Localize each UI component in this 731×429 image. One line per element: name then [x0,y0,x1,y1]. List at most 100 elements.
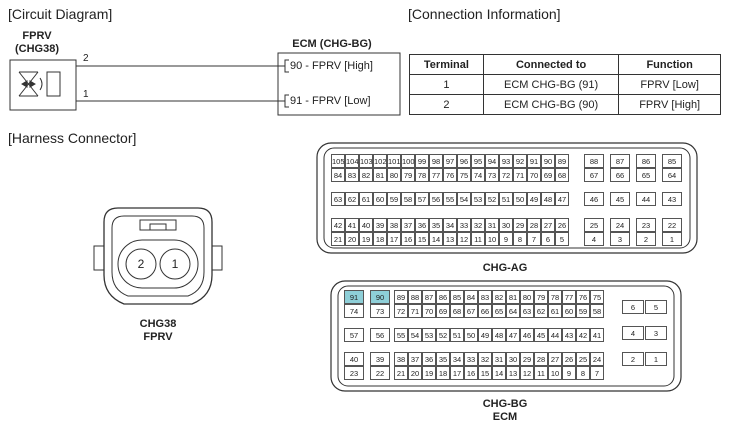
connector-pin: 38 [394,352,408,366]
connector-pin: 54 [408,328,422,342]
connector-pin: 78 [548,290,562,304]
connection-table: Terminal Connected to Function 1 ECM CHG… [409,54,721,115]
connector-pin: 62 [345,192,359,206]
connector-pin: 9 [562,366,576,380]
connector-pin: 44 [548,328,562,342]
connector-pin: 86 [636,154,656,168]
connector-pin: 48 [492,328,506,342]
connector-pin: 18 [436,366,450,380]
connector-pin: 19 [359,232,373,246]
connector-pin: 48 [541,192,555,206]
fprv-connector-label: (CHG38) [14,43,59,55]
connector-pin: 84 [331,168,345,182]
connector-pin: 69 [541,168,555,182]
connector-pin: 24 [610,218,630,232]
connector-pin: 66 [478,304,492,318]
chg38-connector [93,207,223,305]
connector-pin: 12 [520,366,534,380]
connector-pin: 40 [344,352,364,366]
connector-pin: 16 [464,366,478,380]
connector-pin: 29 [520,352,534,366]
connector-pin: 20 [345,232,359,246]
connector-pin: 53 [422,328,436,342]
connector-pin: 77 [429,168,443,182]
connector-pin: 20 [408,366,422,380]
connector-pin: 10 [548,366,562,380]
connector-pin: 25 [584,218,604,232]
connector-pin: 29 [513,218,527,232]
connector-pin: 35 [429,218,443,232]
connector-pin: 62 [534,304,548,318]
connector-pin: 95 [471,154,485,168]
ecm-pin-low-label: 91 - FPRV [Low] [290,95,371,107]
connector-pin: 37 [408,352,422,366]
connector-pin: 2 [636,232,656,246]
connector-pin: 17 [450,366,464,380]
connector-pin: 19 [422,366,436,380]
connector-pin: 68 [450,304,464,318]
connector-pin: 49 [527,192,541,206]
harness-connector-title: [Harness Connector] [8,130,137,146]
connector-pin: 88 [408,290,422,304]
connector-pin: 92 [513,154,527,168]
valve-symbol [18,71,61,97]
connector-pin: 58 [590,304,604,318]
connector-pin: 69 [436,304,450,318]
connector-pin: 17 [387,232,401,246]
connector-pin: 31 [485,218,499,232]
connector-pin: 15 [478,366,492,380]
connector-pin: 91 [344,290,364,304]
connector-pin: 82 [492,290,506,304]
connector-pin: 67 [584,168,604,182]
connector-pin: 83 [478,290,492,304]
circuit-diagram-title: [Circuit Diagram] [8,6,113,22]
connector-pin: 81 [373,168,387,182]
connector-pin: 50 [513,192,527,206]
connector-pin: 79 [534,290,548,304]
connector-pin: 61 [548,304,562,318]
connector-pin: 64 [662,168,682,182]
connector-pin: 87 [422,290,436,304]
connector-pin: 72 [499,168,513,182]
connector-pin: 103 [359,154,373,168]
connector-pin: 105 [331,154,345,168]
connector-pin: 52 [436,328,450,342]
connector-pin: 43 [662,192,682,206]
connector-pin: 82 [359,168,373,182]
connector-pin: 89 [555,154,569,168]
connector-pin: 9 [499,232,513,246]
chg38-pin-2: 2 [137,257,145,271]
connector-pin: 23 [636,218,656,232]
connector-pin: 39 [373,218,387,232]
connector-pin: 57 [344,328,364,342]
connector-pin: 8 [513,232,527,246]
connector-pin: 27 [541,218,555,232]
connector-pin: 13 [443,232,457,246]
connector-pin: 6 [541,232,555,246]
connector-pin: 56 [429,192,443,206]
connector-pin: 98 [429,154,443,168]
connector-pin: 60 [562,304,576,318]
connector-pin: 86 [436,290,450,304]
table-row: 1 ECM CHG-BG (91) FPRV [Low] [409,74,721,95]
connector-pin: 55 [394,328,408,342]
connector-pin: 1 [645,352,667,366]
connector-pin: 52 [485,192,499,206]
connector-pin: 59 [387,192,401,206]
chg-bg-outline [330,280,682,392]
connector-pin: 38 [387,218,401,232]
connector-pin: 2 [622,352,644,366]
connector-pin: 76 [443,168,457,182]
connector-pin: 5 [555,232,569,246]
connector-pin: 83 [345,168,359,182]
connector-pin: 90 [541,154,555,168]
connector-pin: 65 [636,168,656,182]
connector-pin: 37 [401,218,415,232]
connector-pin: 3 [645,326,667,340]
chg-bg-label: CHG-BG [482,398,528,410]
connector-pin: 89 [394,290,408,304]
connector-pin: 4 [622,326,644,340]
connector-pin: 74 [471,168,485,182]
table-cell: FPRV [High] [618,94,721,115]
connector-pin: 10 [485,232,499,246]
